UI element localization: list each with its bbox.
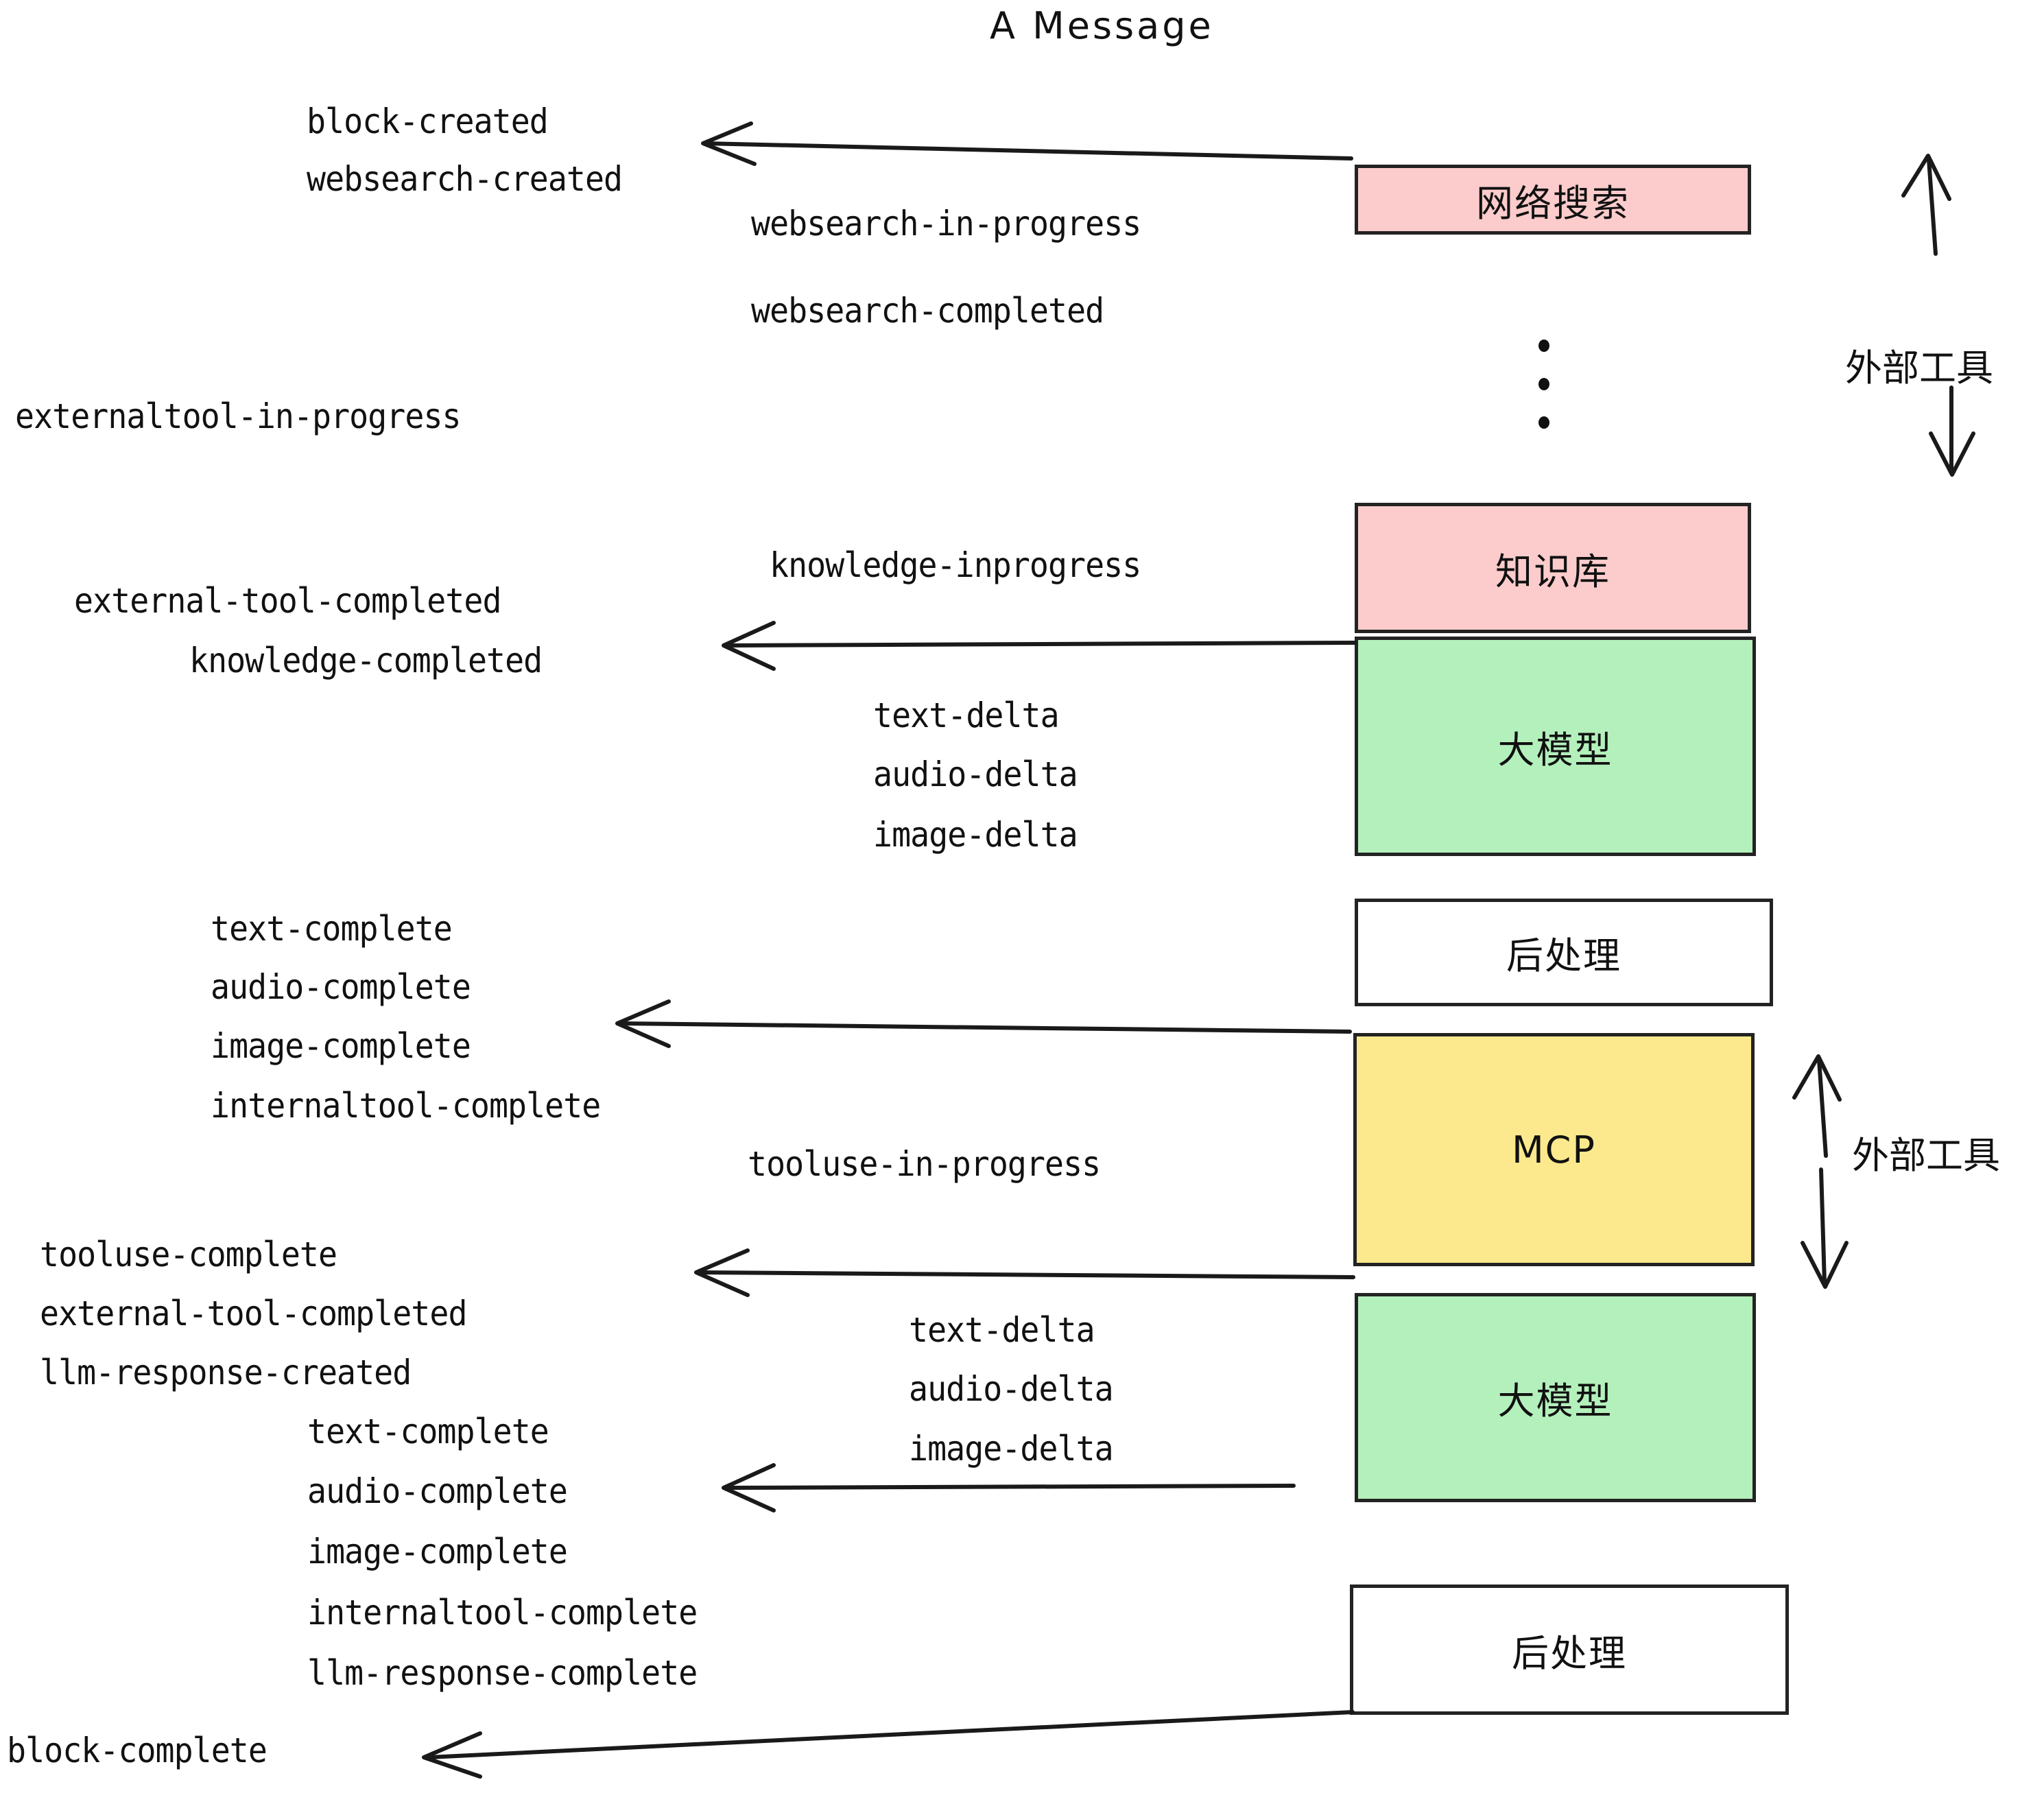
annotation-external-tools-bottom: 外部工具 xyxy=(1852,1134,2000,1177)
event-external-tool-completed-2: external-tool-completed xyxy=(40,1294,467,1333)
event-audio-delta-1: audio-delta xyxy=(873,755,1078,794)
event-audio-complete-1: audio-complete xyxy=(211,967,471,1007)
node-knowledge-base[interactable]: 知识库 xyxy=(1355,503,1751,633)
arrow-external-tools-top-up xyxy=(1901,154,1951,256)
event-tooluse-complete: tooluse-complete xyxy=(40,1235,337,1274)
node-mcp-label: MCP xyxy=(1512,1128,1596,1172)
arrow-external-tools-top-down xyxy=(1929,385,1975,477)
event-text-delta-2: text-delta xyxy=(909,1310,1095,1350)
arrow-websearch-to-events xyxy=(701,121,1353,166)
event-text-complete-2: text-complete xyxy=(307,1412,549,1451)
event-internaltool-complete-2: internaltool-complete xyxy=(307,1593,698,1633)
event-llm-response-complete: llm-response-complete xyxy=(307,1653,698,1693)
event-image-delta-1: image-delta xyxy=(873,815,1078,855)
arrow-postprocess1-to-events xyxy=(615,999,1352,1048)
event-image-complete-1: image-complete xyxy=(211,1026,471,1066)
node-llm-1-label: 大模型 xyxy=(1497,728,1613,772)
event-externaltool-in-progress: externaltool-in-progress xyxy=(15,396,462,436)
node-postprocess-1-label: 后处理 xyxy=(1506,934,1621,977)
arrow-mcp-to-events xyxy=(694,1248,1355,1297)
ellipsis-dot xyxy=(1538,416,1549,429)
event-audio-delta-2: audio-delta xyxy=(909,1369,1114,1409)
event-knowledge-completed: knowledge-completed xyxy=(189,641,543,680)
event-text-complete-1: text-complete xyxy=(211,909,453,949)
event-websearch-completed: websearch-completed xyxy=(751,291,1104,331)
event-text-delta-1: text-delta xyxy=(873,696,1060,735)
ellipsis-dot xyxy=(1538,340,1549,352)
node-websearch[interactable]: 网络搜索 xyxy=(1355,165,1751,235)
node-llm-2-label: 大模型 xyxy=(1497,1379,1613,1423)
diagram-title: A Message xyxy=(990,4,1214,47)
node-postprocess-2[interactable]: 后处理 xyxy=(1350,1585,1789,1715)
vertical-ellipsis xyxy=(1538,340,1549,455)
arrow-postprocess2-to-block-complete xyxy=(422,1710,1355,1779)
node-llm-2[interactable]: 大模型 xyxy=(1355,1293,1756,1502)
node-llm-1[interactable]: 大模型 xyxy=(1355,637,1756,856)
ellipsis-dot xyxy=(1538,378,1549,390)
node-mcp[interactable]: MCP xyxy=(1353,1033,1755,1266)
arrow-external-tools-bottom-up xyxy=(1792,1054,1842,1158)
event-image-complete-2: image-complete xyxy=(307,1532,568,1571)
event-internaltool-complete-1: internaltool-complete xyxy=(211,1086,601,1126)
event-websearch-created: websearch-created xyxy=(307,159,623,199)
event-tooluse-in-progress: tooluse-in-progress xyxy=(748,1144,1101,1184)
node-postprocess-1[interactable]: 后处理 xyxy=(1355,899,1773,1006)
event-audio-complete-2: audio-complete xyxy=(307,1471,568,1511)
event-knowledge-inprogress: knowledge-inprogress xyxy=(770,545,1141,585)
event-llm-response-created: llm-response-created xyxy=(40,1353,412,1392)
event-block-created: block-created xyxy=(307,102,549,141)
arrow-knowledge-to-events xyxy=(722,621,1357,671)
arrow-llm2-to-events xyxy=(722,1463,1296,1512)
node-knowledge-base-label: 知识库 xyxy=(1495,549,1611,593)
node-websearch-label: 网络搜索 xyxy=(1476,181,1630,225)
event-websearch-in-progress: websearch-in-progress xyxy=(751,204,1141,244)
event-external-tool-completed-1: external-tool-completed xyxy=(74,581,501,621)
arrow-external-tools-bottom-down xyxy=(1801,1167,1849,1289)
node-postprocess-2-label: 后处理 xyxy=(1512,1631,1627,1675)
annotation-external-tools-top: 外部工具 xyxy=(1845,346,1993,390)
event-block-complete: block-complete xyxy=(7,1731,268,1770)
event-image-delta-2: image-delta xyxy=(909,1429,1114,1469)
